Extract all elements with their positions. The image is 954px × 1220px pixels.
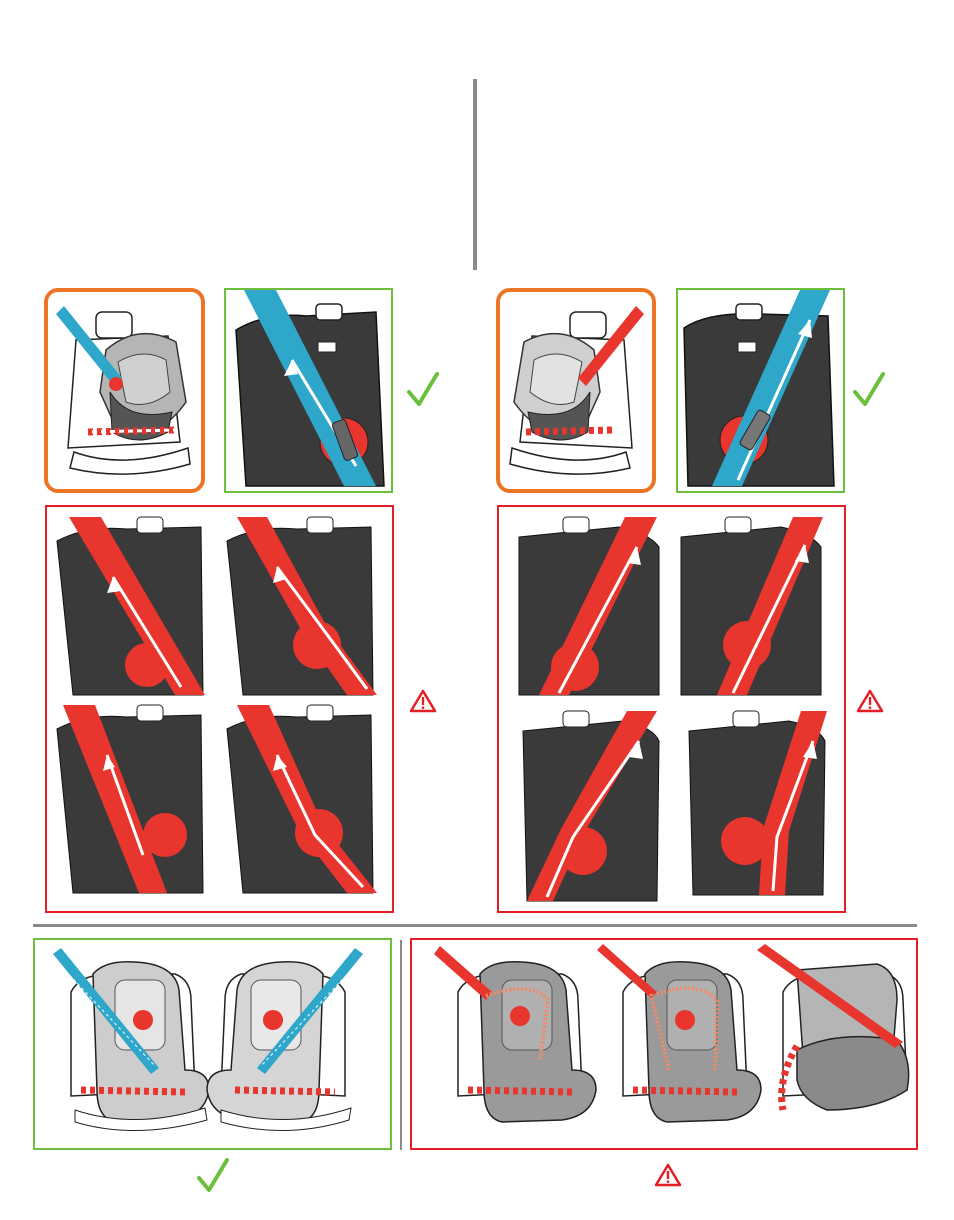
incorrect-example-4 [688, 710, 827, 896]
forward-facing-incorrect-illustrations [434, 944, 910, 1123]
seat-correct-2 [206, 948, 363, 1131]
forward-facing-correct-illustrations [53, 948, 363, 1131]
top-right-overview-panel [496, 288, 656, 493]
top-right-incorrect-panel [497, 505, 846, 913]
horizontal-divider [33, 924, 917, 927]
incorrect-example-2 [680, 516, 823, 696]
bottom-vertical-divider [400, 940, 402, 1150]
incorrect-example-4 [226, 704, 377, 894]
correct-belt-routing-illustration [235, 290, 385, 487]
incorrect-example-3 [56, 704, 204, 894]
incorrect-belt-routing-grid [56, 516, 377, 894]
car-seat-overview-illustration [509, 306, 644, 475]
top-left-correct-panel [224, 288, 393, 493]
check-icon [407, 372, 439, 406]
incorrect-example-2 [226, 516, 377, 696]
check-icon [197, 1158, 229, 1192]
bottom-right-incorrect-panel [410, 938, 918, 1150]
incorrect-example-1 [518, 516, 660, 696]
check-icon [853, 372, 885, 406]
correct-belt-routing-illustration [683, 290, 835, 487]
bottom-left-correct-panel [33, 938, 392, 1150]
seat-incorrect-1 [434, 946, 597, 1123]
car-seat-overview-illustration [56, 306, 191, 475]
seat-incorrect-3 [757, 944, 910, 1111]
incorrect-example-1 [56, 516, 205, 696]
top-left-incorrect-panel [45, 505, 394, 913]
incorrect-example-3 [522, 710, 660, 902]
top-right-correct-panel [676, 288, 845, 493]
incorrect-belt-routing-grid [518, 516, 827, 902]
warning-triangle-icon [856, 689, 884, 713]
seat-incorrect-2 [597, 944, 762, 1123]
warning-triangle-icon [654, 1163, 682, 1187]
top-vertical-divider [473, 79, 477, 270]
seat-correct-1 [53, 948, 210, 1131]
top-left-overview-panel [44, 288, 205, 493]
warning-triangle-icon [409, 689, 437, 713]
